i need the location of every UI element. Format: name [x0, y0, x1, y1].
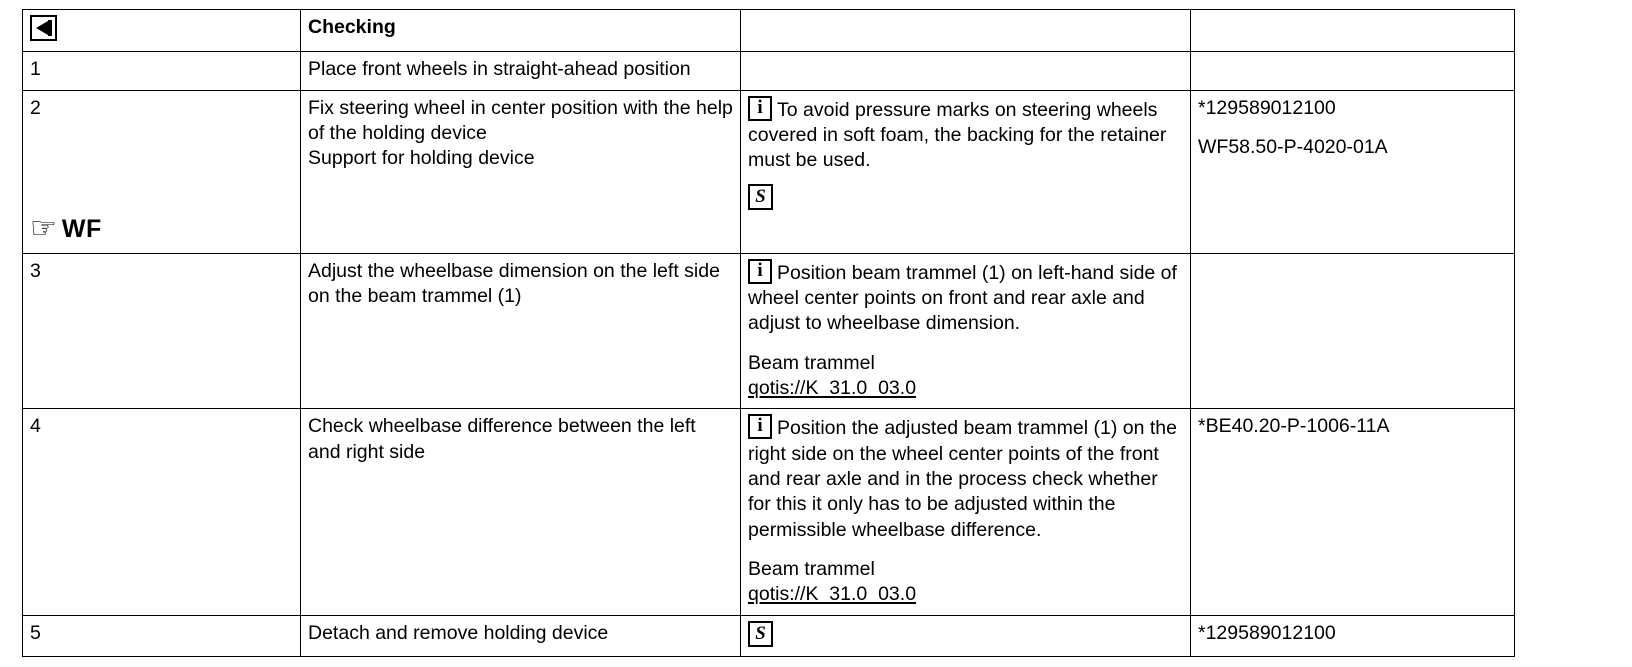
back-arrow-icon[interactable]: [30, 15, 57, 41]
reference-document-number[interactable]: WF58.50-P-4020-01A: [1198, 136, 1388, 159]
note-text: Position beam trammel (1) on left-hand s…: [748, 261, 1177, 335]
row-item-number: 1: [22, 51, 301, 91]
reference-document-number[interactable]: *BE40.20-P-1006-11A: [1198, 415, 1390, 438]
row-note-cell: [740, 51, 1191, 91]
pointing-hand-icon: ☞: [30, 211, 57, 247]
row-task-text: Adjust the wheelbase dimension on the le…: [300, 252, 741, 410]
document-page: Checking 1 Place front wheels in straigh…: [0, 8, 1632, 667]
table-row: 5 Detach and remove holding device S *12…: [22, 614, 1515, 658]
note-gap: [748, 174, 1183, 184]
special-tool-icon[interactable]: S: [748, 183, 773, 210]
back-arrow-triangle: [36, 21, 48, 35]
row-item-number: 4: [22, 408, 301, 616]
note-gap: [748, 337, 1183, 351]
row-task-text: Fix steering wheel in center position wi…: [308, 96, 733, 145]
table-row: 2 ☞ WF Fix steering wheel in center posi…: [22, 89, 1515, 254]
note-link-wrap: qotis://K_31.0_03.0: [748, 376, 1183, 401]
procedure-table: Checking 1 Place front wheels in straigh…: [22, 8, 1515, 658]
row-task-text: Place front wheels in straight-ahead pos…: [300, 51, 741, 91]
wf-marker[interactable]: ☞ WF: [30, 213, 293, 246]
info-icon: i: [748, 258, 772, 284]
table-row: 1 Place front wheels in straight-ahead p…: [22, 51, 1515, 91]
row-item-number: 2: [30, 96, 41, 119]
row-reference-cell: *129589012100: [1190, 614, 1515, 658]
header-cell-title: Checking: [300, 8, 741, 53]
info-icon: i: [748, 414, 772, 440]
note-tool-row: S: [748, 183, 1183, 212]
header-cell-note: [740, 8, 1191, 53]
note-text: Position the adjusted beam trammel (1) o…: [748, 417, 1177, 541]
row-task-cell: Fix steering wheel in center position wi…: [300, 89, 741, 254]
note-tool-name: Beam trammel: [748, 351, 875, 374]
row-note-cell: S: [740, 614, 1191, 658]
reference-part-number: *129589012100: [1198, 621, 1336, 644]
reference-part-number: *129589012100: [1198, 96, 1336, 119]
row-task-text: Detach and remove holding device: [300, 614, 741, 658]
row-item-cell: 2 ☞ WF: [22, 89, 301, 254]
row-reference-cell: [1190, 51, 1515, 91]
row-item-number: 5: [22, 614, 301, 658]
back-arrow-bar: [48, 20, 52, 36]
table-header-row: Checking: [22, 8, 1515, 53]
header-cell-reference: [1190, 8, 1515, 53]
row-reference-cell: *129589012100 WF58.50-P-4020-01A: [1190, 89, 1515, 254]
note-link-wrap: qotis://K_31.0_03.0: [748, 582, 1183, 607]
header-cell-item: [22, 8, 301, 53]
row-item-number: 3: [22, 252, 301, 410]
row-task-text: Check wheelbase difference between the l…: [300, 408, 741, 616]
wf-marker-label: WF: [61, 215, 102, 244]
note-gap: [748, 543, 1183, 557]
row-task-secondary-text: Support for holding device: [308, 147, 535, 170]
qotis-link[interactable]: qotis://K_31.0_03.0: [748, 583, 917, 606]
qotis-link[interactable]: qotis://K_31.0_03.0: [748, 377, 917, 400]
info-icon: i: [748, 95, 772, 121]
note-text: To avoid pressure marks on steering whee…: [748, 98, 1167, 172]
table-row: 3 Adjust the wheelbase dimension on the …: [22, 252, 1515, 410]
item-spacer: [30, 121, 293, 213]
table-row: 4 Check wheelbase difference between the…: [22, 408, 1515, 616]
row-reference-cell: [1190, 252, 1515, 410]
row-reference-cell: *BE40.20-P-1006-11A: [1190, 408, 1515, 616]
special-tool-icon[interactable]: S: [748, 620, 773, 647]
note-tool-name: Beam trammel: [748, 558, 875, 581]
